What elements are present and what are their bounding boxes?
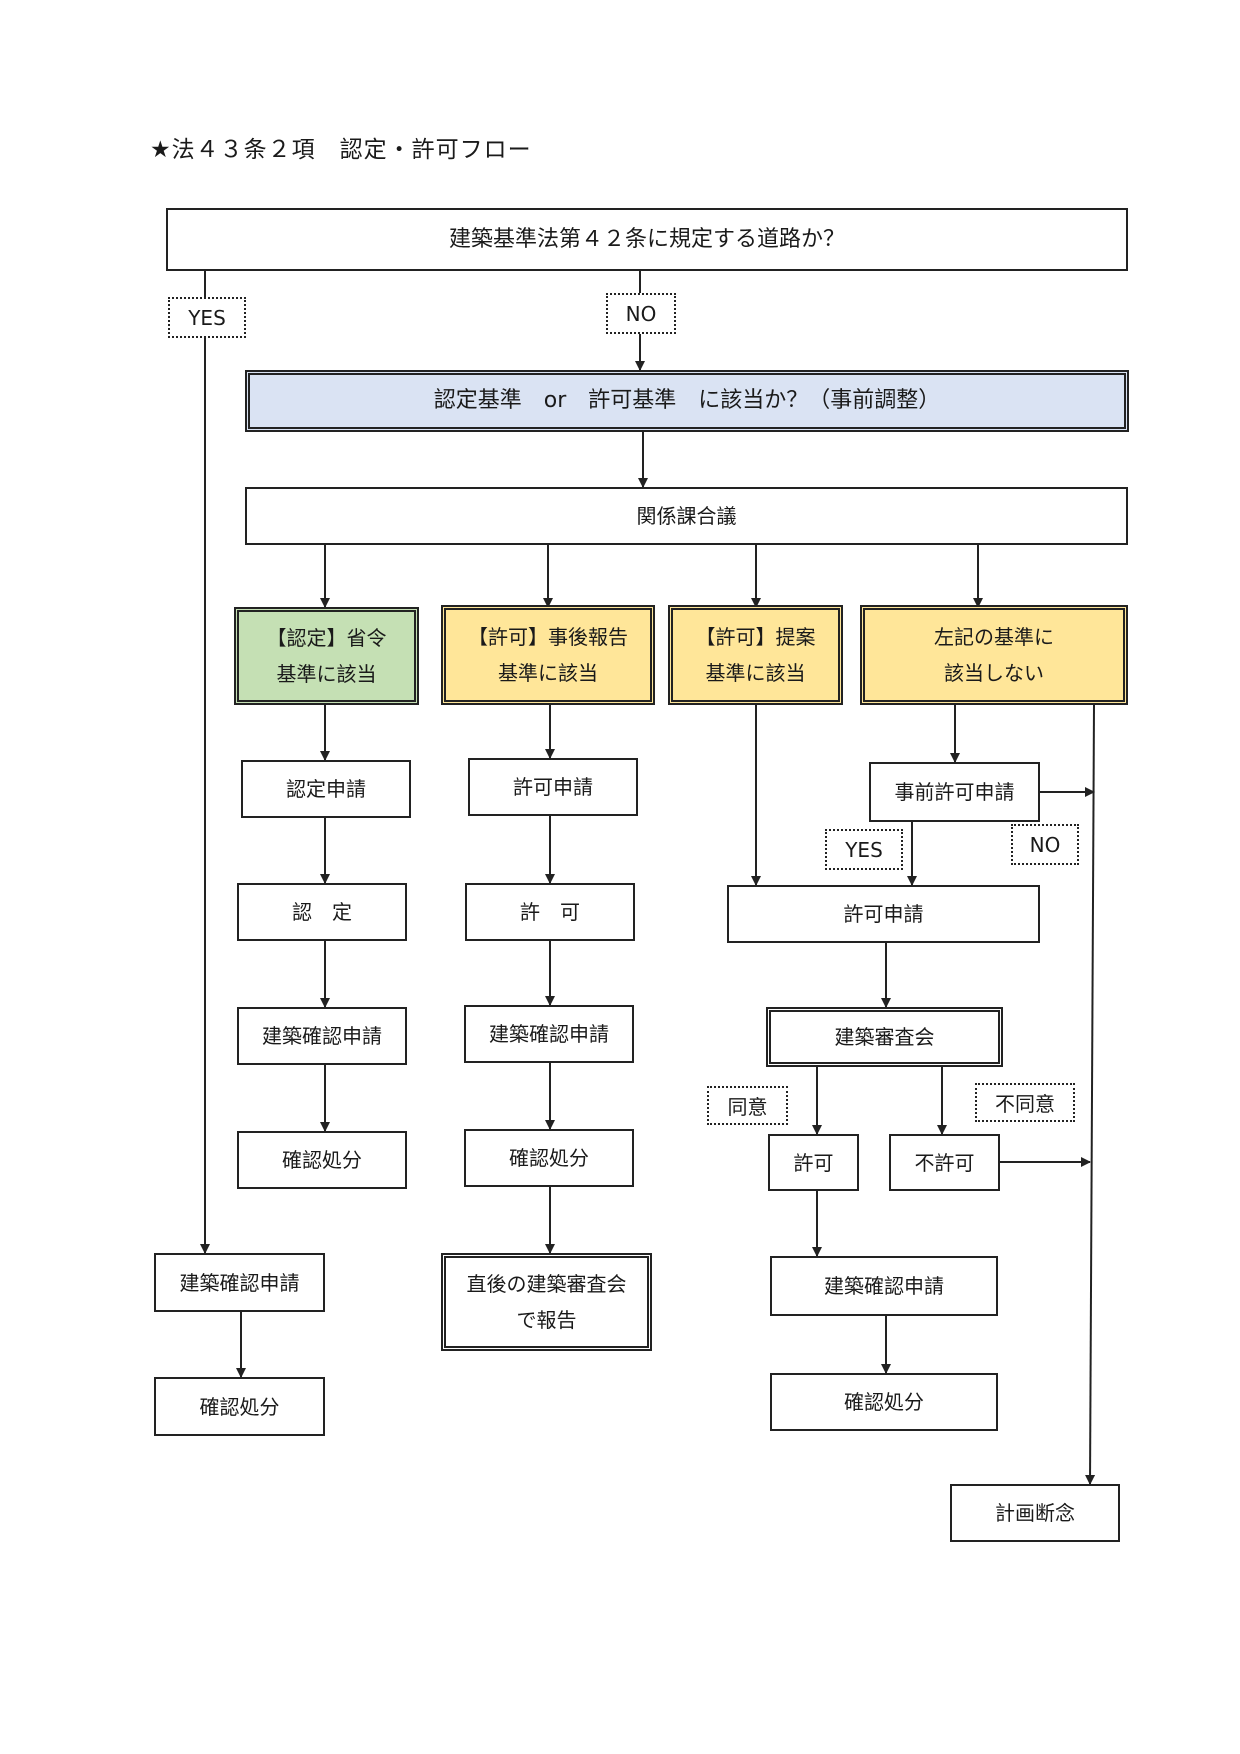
col2-apply-box: 許可申請 bbox=[468, 758, 638, 816]
category-teian-box: 【許可】提案 基準に該当 bbox=[668, 605, 843, 705]
col1-apply-box: 認定申請 bbox=[241, 760, 411, 818]
yes-label-top: YES bbox=[168, 297, 246, 338]
road-question-box: 建築基準法第４２条に規定する道路か？ bbox=[166, 208, 1128, 271]
disagree-label: 不同意 bbox=[975, 1083, 1075, 1122]
page-title: ★法４３条２項 認定・許可フロー bbox=[150, 137, 532, 163]
road-question-text: 建築基準法第４２条に規定する道路か？ bbox=[448, 226, 845, 252]
col3-disposal-box: 確認処分 bbox=[770, 1373, 998, 1431]
col2-confirm-apply-box: 建築確認申請 bbox=[464, 1005, 634, 1063]
col2-disposal-box: 確認処分 bbox=[464, 1129, 634, 1187]
criteria-question-text: 認定基準 or 許可基準 に該当か？（事前調整） bbox=[433, 388, 941, 413]
col1-result-box: 認 定 bbox=[237, 883, 407, 941]
meeting-text: 関係課合議 bbox=[636, 504, 737, 528]
no-label-top: NO bbox=[606, 293, 676, 334]
yes-label-pre: YES bbox=[825, 829, 903, 870]
agree-label: 同意 bbox=[707, 1086, 788, 1125]
category-jigo-box: 【許可】事後報告 基準に該当 bbox=[441, 605, 655, 705]
non-permit-box: 不許可 bbox=[889, 1134, 1000, 1191]
no-label-pre: NO bbox=[1011, 824, 1079, 865]
road-confirm-apply-box: 建築確認申請 bbox=[154, 1253, 325, 1312]
plan-abandoned-box: 計画断念 bbox=[950, 1484, 1120, 1542]
pre-permit-apply-box: 事前許可申請 bbox=[869, 762, 1040, 822]
col2-result-box: 許 可 bbox=[465, 883, 635, 941]
review-board-box: 建築審査会 bbox=[766, 1007, 1003, 1067]
col1-disposal-box: 確認処分 bbox=[237, 1131, 407, 1189]
permit-box: 許可 bbox=[768, 1134, 859, 1191]
col2-report-box: 直後の建築審査会 で報告 bbox=[441, 1253, 652, 1351]
col3-confirm-apply-box: 建築確認申請 bbox=[770, 1256, 998, 1316]
category-none-box: 左記の基準に 該当しない bbox=[860, 605, 1128, 705]
meeting-box: 関係課合議 bbox=[245, 487, 1128, 545]
col3-apply-box: 許可申請 bbox=[727, 885, 1040, 943]
road-disposal-box: 確認処分 bbox=[154, 1377, 325, 1436]
criteria-question-box: 認定基準 or 許可基準 に該当か？（事前調整） bbox=[245, 370, 1129, 432]
category-ninte-box: 【認定】省令 基準に該当 bbox=[234, 607, 419, 705]
col1-confirm-apply-box: 建築確認申請 bbox=[237, 1007, 407, 1065]
arrow-none-to-abandon bbox=[1085, 704, 1096, 1485]
